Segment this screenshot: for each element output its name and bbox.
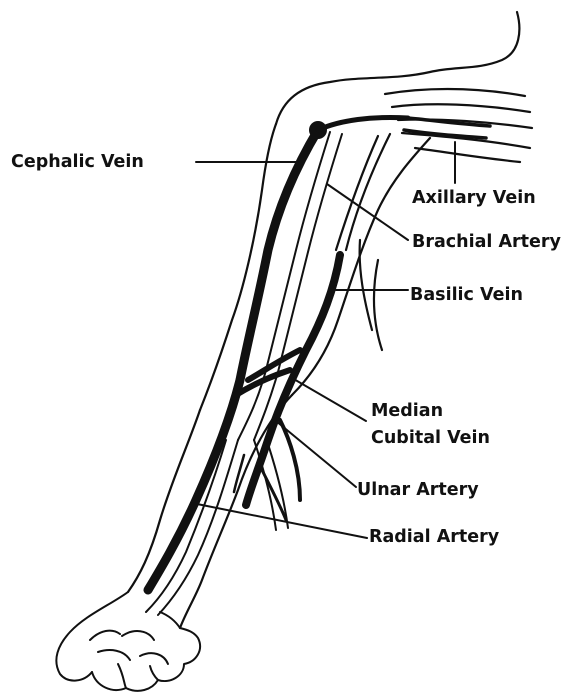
median-cubital-vein-label: Median Cubital Vein [371, 398, 490, 452]
hand-outline [56, 592, 200, 691]
brachial-artery-leader [327, 184, 408, 240]
radial-artery-label: Radial Artery [369, 526, 499, 548]
forearm-vessels [146, 420, 300, 615]
ulnar-artery-leader [276, 421, 356, 487]
axillary-vein-label: Axillary Vein [412, 187, 536, 209]
ulnar-artery-label: Ulnar Artery [357, 479, 479, 501]
cephalic-vein-label: Cephalic Vein [11, 151, 144, 173]
median-cubital-vein-label-line1: Median [371, 398, 490, 425]
median-cubital-vein-label-line2: Cubital Vein [371, 425, 490, 452]
basilic-vein-label: Basilic Vein [410, 284, 523, 306]
median-cubital-vein-leader [292, 378, 366, 421]
cephalic-vein-shape [148, 118, 408, 591]
brachial-artery-label: Brachial Artery [412, 231, 561, 253]
